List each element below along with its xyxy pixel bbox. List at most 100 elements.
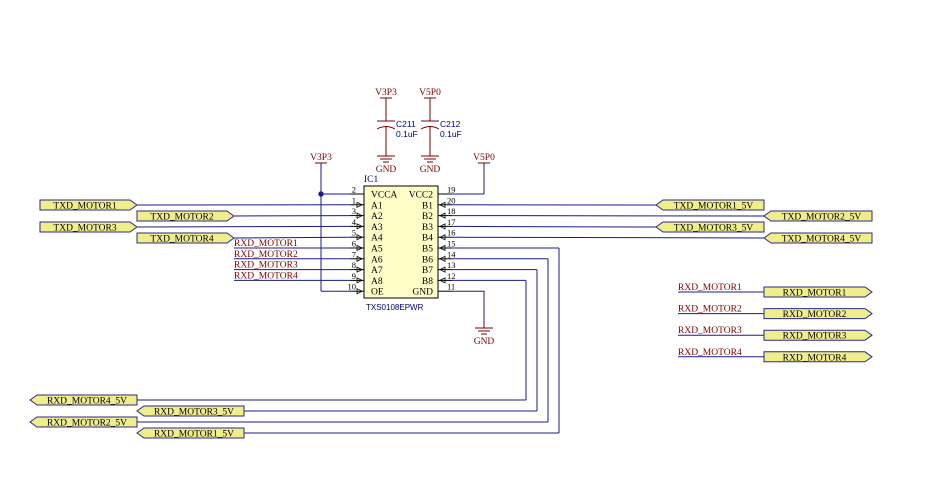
ports: TXD_MOTOR1TXD_MOTOR2TXD_MOTOR3TXD_MOTOR4… bbox=[29, 199, 873, 440]
gnd-ic: GND bbox=[474, 322, 495, 347]
cap-gnd-2-label: GND bbox=[420, 165, 441, 175]
ic-pin-name-left: A7 bbox=[371, 266, 383, 276]
port-rxd-right-1-shape bbox=[763, 286, 873, 298]
port-rxd-right-2: RXD_MOTOR2 bbox=[763, 308, 873, 320]
ic-pin-name-right: GND bbox=[412, 288, 433, 298]
gnd-ic-label: GND bbox=[474, 337, 495, 347]
net-rxd-right-1: RXD_MOTOR1 bbox=[678, 283, 742, 293]
io-arrow bbox=[356, 244, 363, 252]
ic-pin-num-right: 12 bbox=[447, 271, 456, 281]
ic-pin-name-left: A5 bbox=[371, 245, 383, 255]
cap-ref: C212 bbox=[440, 119, 461, 129]
ic-pin-num-left: 3 bbox=[352, 206, 356, 216]
cap-rail-2: V5P0 bbox=[419, 88, 441, 99]
cap-ref: C211 bbox=[396, 119, 416, 129]
ic-pin-name-right: VCC2 bbox=[409, 191, 434, 201]
ic-pin-name-right: B4 bbox=[422, 234, 433, 244]
rail-v3p3-ic-label: V3P3 bbox=[310, 153, 332, 163]
port-txd-left-1: TXD_MOTOR1 bbox=[39, 199, 138, 212]
ic-pin-name-right: B7 bbox=[422, 266, 433, 276]
port-txd-left-3: TXD_MOTOR3 bbox=[39, 221, 138, 234]
ic-pin-num-right: 14 bbox=[447, 249, 456, 259]
port-txd5v-right-1-shape bbox=[655, 199, 765, 211]
ic-pin-num-left: 9 bbox=[352, 271, 356, 281]
port-rxd-right-3: RXD_MOTOR3 bbox=[763, 329, 873, 342]
io-arrow bbox=[356, 201, 363, 208]
port-rxd5v-bottom-1-shape bbox=[29, 394, 138, 406]
wire bbox=[451, 225, 657, 228]
wire bbox=[452, 290, 485, 322]
io-arrow bbox=[356, 288, 363, 295]
port-txd5v-right-4: TXD_MOTOR4_5V bbox=[763, 232, 873, 245]
cap-rail-2-label: V5P0 bbox=[419, 88, 441, 98]
ic-pin-num-left: 8 bbox=[352, 260, 356, 270]
ic-pin-name-right: B6 bbox=[422, 255, 433, 265]
port-txd5v-right-3: TXD_MOTOR3_5V bbox=[655, 221, 765, 234]
ic-part-number: TXS0108EPWR bbox=[366, 303, 424, 312]
wire bbox=[451, 236, 765, 239]
port-rxd-right-1-label: RXD_MOTOR1 bbox=[783, 289, 847, 299]
port-txd-left-4-shape bbox=[136, 232, 235, 244]
port-txd5v-right-1: TXD_MOTOR1_5V bbox=[655, 199, 765, 212]
port-rxd-right-2-shape bbox=[763, 308, 873, 320]
ic-pin-name-left: VCCA bbox=[371, 191, 398, 201]
port-rxd5v-bottom-1-label: RXD_MOTOR4_5V bbox=[47, 397, 127, 407]
port-txd-left-4: TXD_MOTOR4 bbox=[136, 232, 235, 245]
port-txd5v-right-3-shape bbox=[655, 221, 765, 233]
port-rxd-right-3-shape bbox=[763, 329, 873, 341]
port-txd5v-right-4-shape bbox=[763, 232, 873, 244]
io-arrow bbox=[356, 266, 363, 273]
ic-pin-name-right: B8 bbox=[422, 277, 433, 287]
port-rxd-right-4: RXD_MOTOR4 bbox=[763, 351, 873, 363]
ic-pin-num-right: 11 bbox=[447, 282, 455, 292]
net-rxd-left-2: RXD_MOTOR2 bbox=[234, 250, 298, 260]
port-rxd5v-bottom-4-label: RXD_MOTOR1_5V bbox=[154, 430, 234, 440]
ic-pin-name-left: A8 bbox=[371, 277, 383, 287]
wires bbox=[136, 163, 765, 434]
port-rxd5v-bottom-3-shape bbox=[29, 416, 138, 428]
port-txd-left-3-shape bbox=[39, 221, 138, 233]
io-arrow bbox=[439, 255, 446, 262]
io-arrow bbox=[439, 266, 446, 273]
net-rxd-left-1: RXD_MOTOR1 bbox=[234, 239, 298, 249]
ic-pin-num-right: 17 bbox=[447, 217, 456, 227]
port-rxd-right-3-label: RXD_MOTOR3 bbox=[783, 332, 847, 342]
port-rxd5v-bottom-3: RXD_MOTOR2_5V bbox=[29, 416, 138, 429]
net-rxd-right-3: RXD_MOTOR3 bbox=[678, 326, 742, 336]
ic-pin-num-right: 19 bbox=[447, 185, 456, 195]
io-arrow bbox=[356, 277, 363, 284]
ic-pin-name-left: OE bbox=[371, 288, 384, 298]
ic-pin-name-right: B1 bbox=[422, 201, 433, 211]
port-rxd5v-bottom-1: RXD_MOTOR4_5V bbox=[29, 394, 138, 407]
port-rxd5v-bottom-2: RXD_MOTOR3_5V bbox=[136, 405, 245, 418]
io-arrow bbox=[356, 234, 363, 241]
io-arrow bbox=[356, 223, 363, 230]
io-arrow bbox=[439, 223, 446, 230]
port-txd-left-1-shape bbox=[39, 199, 138, 211]
port-rxd5v-bottom-4: RXD_MOTOR1_5V bbox=[136, 427, 245, 440]
cap-rail-1: V3P3 bbox=[375, 88, 397, 99]
io-arrow bbox=[356, 255, 363, 262]
net-rxd-left-3: RXD_MOTOR3 bbox=[234, 261, 298, 271]
port-txd-left-4-label: TXD_MOTOR4 bbox=[150, 235, 213, 245]
net-rxd-right-4: RXD_MOTOR4 bbox=[678, 348, 742, 358]
port-rxd-right-4-shape bbox=[763, 351, 873, 363]
net-rxd-left-4: RXD_MOTOR4 bbox=[234, 271, 298, 281]
cap-value: 0.1uF bbox=[440, 129, 462, 139]
rail-v3p3-ic: V3P3 bbox=[310, 153, 332, 164]
wire bbox=[233, 236, 351, 239]
ic-pin-num-left: 6 bbox=[352, 239, 356, 249]
ic-ref: IC1 bbox=[364, 175, 379, 185]
rail-v5p0-ic-label: V5P0 bbox=[473, 153, 495, 163]
cap-gnd-2: GND bbox=[420, 150, 441, 175]
ic-pin-name-left: A3 bbox=[371, 223, 383, 233]
port-rxd5v-bottom-2-label: RXD_MOTOR3_5V bbox=[154, 408, 234, 418]
junction-dot bbox=[318, 191, 324, 197]
rail-v5p0-ic: V5P0 bbox=[473, 153, 495, 164]
port-rxd-right-4-label: RXD_MOTOR4 bbox=[783, 353, 847, 363]
ic-pin-name-left: A4 bbox=[371, 234, 383, 244]
ic-pin-num-right: 18 bbox=[447, 206, 456, 216]
ic-pin-num-right: 13 bbox=[447, 260, 456, 270]
port-rxd5v-bottom-4-shape bbox=[136, 427, 245, 439]
